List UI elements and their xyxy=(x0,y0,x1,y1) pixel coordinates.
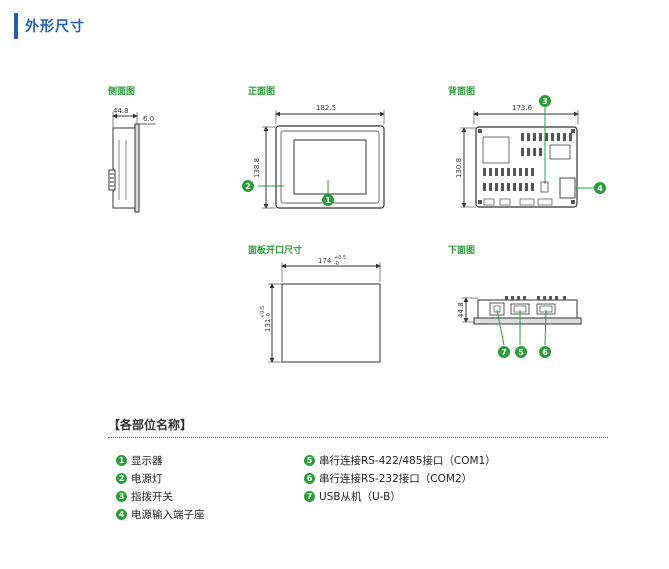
part-item: 5 串行连接RS-422/485接口（COM1） xyxy=(304,451,496,469)
cut-width-tol-top: +0.5 xyxy=(334,255,346,261)
back-height-text: 130.8 xyxy=(455,158,463,178)
part-item: 3 指拨开关 xyxy=(116,487,205,505)
callout-2-number: 2 xyxy=(245,182,251,191)
bottom-vent-slots xyxy=(505,296,566,300)
back-width-text: 173.6 xyxy=(512,104,533,112)
bottom-view xyxy=(462,297,582,346)
part-label: 电源输入端子座 xyxy=(131,508,205,521)
cut-height-text: 131 xyxy=(264,319,272,332)
part-item: 6 串行连接RS-232接口（COM2） xyxy=(304,469,496,487)
dimension-drawings: 44.8 6.0 182.5 138.8 xyxy=(108,95,606,363)
callout-7-number: 7 xyxy=(501,348,507,357)
bottom-depth-text: 44.8 xyxy=(457,302,465,318)
callout-1: 1 xyxy=(322,194,334,206)
part-number-badge: 1 xyxy=(116,454,127,466)
callout-4-number: 4 xyxy=(597,184,603,193)
part-number-badge: 4 xyxy=(116,508,127,520)
callout-1-number: 1 xyxy=(325,196,331,205)
part-number-badge: 2 xyxy=(116,472,127,484)
dotted-divider xyxy=(108,437,608,438)
part-number-badge: 6 xyxy=(304,472,315,484)
part-label: 串行连接RS-422/485接口（COM1） xyxy=(319,454,496,467)
parts-list-left: 1 显示器 2 电源灯 3 指拨开关 4 电源输入端子座 xyxy=(116,451,205,523)
part-number-badge: 7 xyxy=(304,490,315,502)
back-view-label: 背面图 xyxy=(448,87,476,97)
parts-title: 【各部位名称】 xyxy=(108,418,193,432)
header-accent-bar xyxy=(14,13,18,39)
section-header: 外形尺寸 xyxy=(14,13,85,39)
side-offset-text: 6.0 xyxy=(143,115,154,123)
front-view-label: 正面图 xyxy=(248,87,276,97)
callout-5-number: 5 xyxy=(518,348,524,357)
cut-width-tol-bot: -0 xyxy=(334,261,339,267)
part-item: 1 显示器 xyxy=(116,451,205,469)
side-depth-text: 44.8 xyxy=(113,107,129,115)
part-item: 2 电源灯 xyxy=(116,469,205,487)
callout-4: 4 xyxy=(594,182,606,194)
cutout-view xyxy=(268,262,381,363)
callout-6: 6 xyxy=(539,346,551,358)
callout-3-number: 3 xyxy=(542,97,548,106)
part-number-badge: 3 xyxy=(116,490,127,502)
cut-width-text: 174 xyxy=(318,257,332,265)
parts-list-right: 5 串行连接RS-422/485接口（COM1） 6 串行连接RS-232接口（… xyxy=(304,451,496,505)
part-label: 显示器 xyxy=(131,454,163,467)
parts-section: 【各部位名称】 xyxy=(108,416,192,433)
side-view xyxy=(108,112,156,213)
part-label: 电源灯 xyxy=(131,472,163,485)
cutout-view-label: 面板开口尺寸 xyxy=(248,246,303,256)
front-view xyxy=(258,110,385,209)
section-title: 外形尺寸 xyxy=(25,19,85,35)
cut-height-tol-top: +0.5 xyxy=(260,306,266,318)
bottom-view-label: 下面图 xyxy=(448,246,476,256)
callout-6-number: 6 xyxy=(542,348,548,357)
back-vent-slots xyxy=(478,129,575,204)
front-height-text: 138.8 xyxy=(253,158,261,178)
callout-7: 7 xyxy=(498,346,510,358)
side-view-label: 侧面图 xyxy=(108,87,136,97)
part-number-badge: 5 xyxy=(304,454,315,466)
part-label: USB从机（U-B） xyxy=(319,490,401,503)
callout-3: 3 xyxy=(539,95,551,107)
part-label: 串行连接RS-232接口（COM2） xyxy=(319,472,473,485)
part-label: 指拨开关 xyxy=(131,490,173,503)
callout-5: 5 xyxy=(515,346,527,358)
cut-height-tol-bot: -0 xyxy=(266,313,272,318)
front-width-text: 182.5 xyxy=(316,104,336,112)
callout-2: 2 xyxy=(242,180,254,192)
part-item: 4 电源输入端子座 xyxy=(116,505,205,523)
part-item: 7 USB从机（U-B） xyxy=(304,487,496,505)
